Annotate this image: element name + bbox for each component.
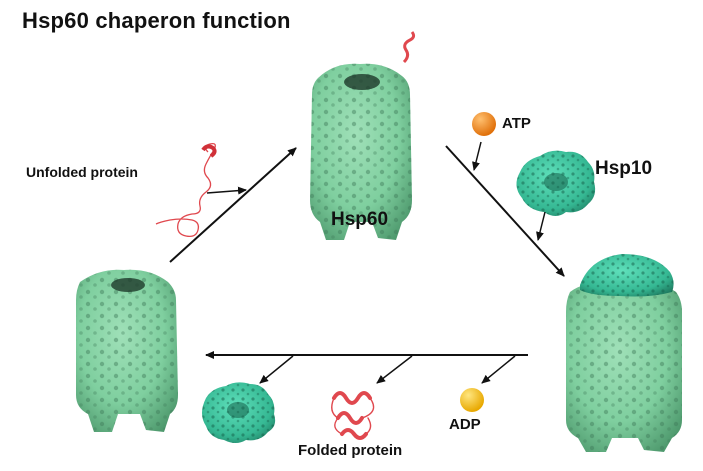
unfolded-protein-label: Unfolded protein xyxy=(26,164,138,180)
arrow-top-to-right xyxy=(445,145,565,277)
diagram-title: Hsp60 chaperon function xyxy=(22,8,291,33)
atp-label: ATP xyxy=(502,115,531,132)
folded-protein-label: Folded protein xyxy=(298,442,403,459)
substrate-tail-icon xyxy=(402,31,416,64)
arrow-hsp10-in xyxy=(536,211,546,241)
hsp60-hsp10-complex-structure xyxy=(566,254,682,452)
arrow-folded-out xyxy=(376,355,413,384)
adp-label: ADP xyxy=(449,416,481,433)
adp-ball-icon xyxy=(460,388,484,412)
arrow-atp-in xyxy=(472,141,482,171)
hsp60-top-structure xyxy=(310,31,416,240)
arrow-hsp10-out xyxy=(259,355,294,384)
arrow-unfolded-in xyxy=(206,186,247,195)
hsp10-released-structure xyxy=(202,382,276,443)
folded-protein-icon xyxy=(331,391,375,440)
unfolded-protein-icon xyxy=(155,142,216,238)
arrow-left-to-top xyxy=(169,147,297,263)
hsp10-incoming-structure xyxy=(516,150,596,216)
hsp60-left-structure xyxy=(76,269,178,432)
hsp10-label: Hsp10 xyxy=(595,158,653,179)
arrow-adp-out xyxy=(481,355,516,384)
atp-ball-icon xyxy=(472,112,496,136)
hsp60-label: Hsp60 xyxy=(331,209,389,230)
